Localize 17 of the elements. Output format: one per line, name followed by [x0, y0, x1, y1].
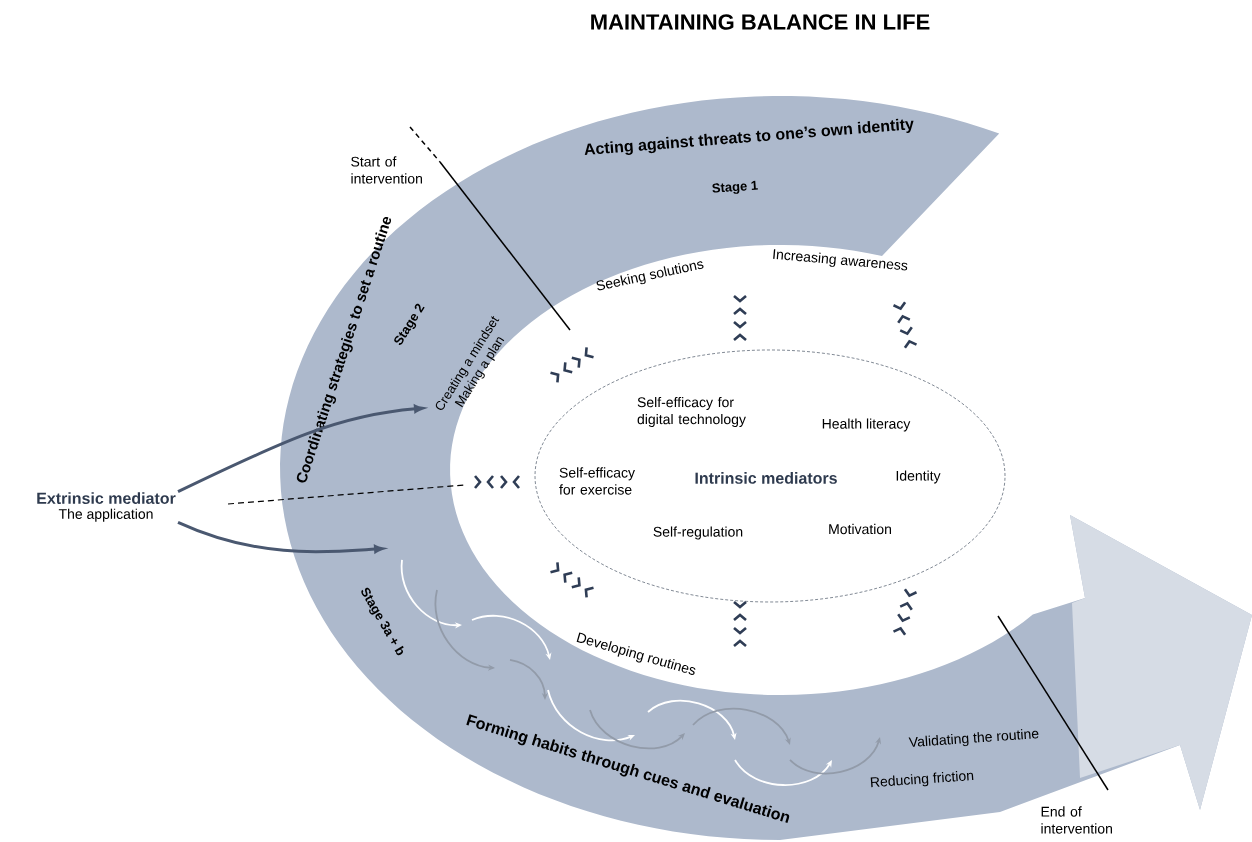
step-label: Increasing awareness	[773, 249, 908, 271]
boundary-label: Start of intervention	[351, 156, 422, 184]
mediator-label: Self-regulation	[653, 526, 743, 540]
mediator-label: Health literacy	[822, 418, 911, 432]
mediator-label: Self-efficacy for digital technology	[637, 396, 746, 427]
ellipse-heading: Intrinsic mediators	[695, 472, 837, 484]
step-label: Seeking solutions	[596, 261, 704, 291]
stage-label: Stage 1	[712, 180, 758, 194]
boundary-label: End of intervention	[1041, 806, 1112, 834]
mediator-label: Motivation	[829, 523, 891, 535]
step-label: Validating the routine	[908, 729, 1039, 747]
mediator-label: Extrinsic mediator The application	[37, 492, 176, 522]
title: MAINTAINING BALANCE IN LIFE	[591, 14, 930, 30]
stage-heading: Acting against threats to one’s own identity	[584, 118, 914, 156]
step-label: Reducing friction	[870, 771, 974, 788]
mediator-label: Identity	[896, 470, 941, 484]
mediator-label: Self-efficacy for exercise	[559, 467, 635, 495]
